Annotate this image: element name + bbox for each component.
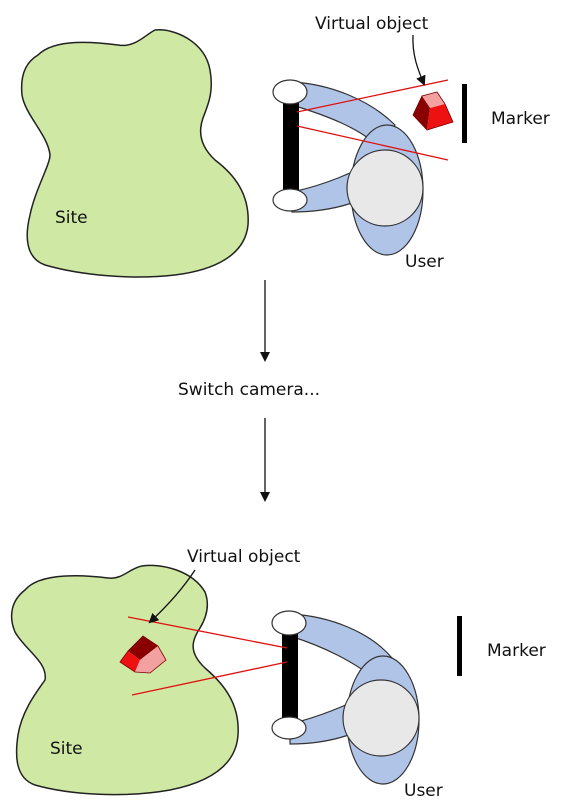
top-virtual-object-arrow: [412, 34, 426, 86]
top-panel: Site Marker Virtual object User: [20, 14, 550, 278]
top-sight-line-lower: [296, 125, 449, 161]
top-user-label: User: [405, 252, 444, 272]
top-marker-label: Marker: [491, 109, 550, 129]
top-hmd-top-circle: [272, 79, 308, 105]
bottom-cube-red-face: [120, 651, 140, 672]
transition: Switch camera...: [178, 280, 320, 502]
top-cube-outline: [412, 91, 454, 131]
top-virtual-object-label: Virtual object: [315, 14, 429, 34]
bottom-virtual-object: [119, 635, 167, 674]
top-virtual-object: [412, 91, 454, 131]
bottom-virtual-object-label: Virtual object: [187, 547, 301, 567]
top-cube-front-face: [427, 104, 453, 130]
top-user-head: [346, 149, 424, 227]
top-site-area: [20, 29, 249, 278]
bottom-site-label: Site: [50, 739, 83, 759]
top-cube-left-face: [413, 96, 430, 130]
bottom-marker-label: Marker: [487, 641, 546, 661]
bottom-cube-outline: [119, 635, 167, 674]
bottom-hmd-bar: [282, 628, 298, 721]
top-marker-bar: [462, 84, 467, 143]
bottom-marker-bar: [457, 616, 462, 676]
bottom-hmd-bottom-circle: [271, 716, 307, 740]
bottom-panel: Site Virtual object Marker User: [10, 547, 546, 801]
bottom-hmd-top-circle: [271, 610, 307, 636]
bottom-virtual-object-arrow: [148, 569, 196, 624]
bottom-user-label: User: [404, 781, 443, 801]
top-site-label: Site: [55, 208, 88, 228]
bottom-cube-dark-face: [128, 636, 158, 660]
transition-label: Switch camera...: [178, 380, 320, 400]
bottom-user-head: [342, 679, 420, 757]
bottom-user: [271, 610, 420, 785]
top-hmd-bottom-circle: [272, 188, 308, 212]
bottom-site-area: [10, 564, 239, 796]
bottom-sight-line-lower: [131, 661, 288, 696]
top-user: [272, 79, 424, 256]
top-hmd-bar: [283, 98, 299, 190]
